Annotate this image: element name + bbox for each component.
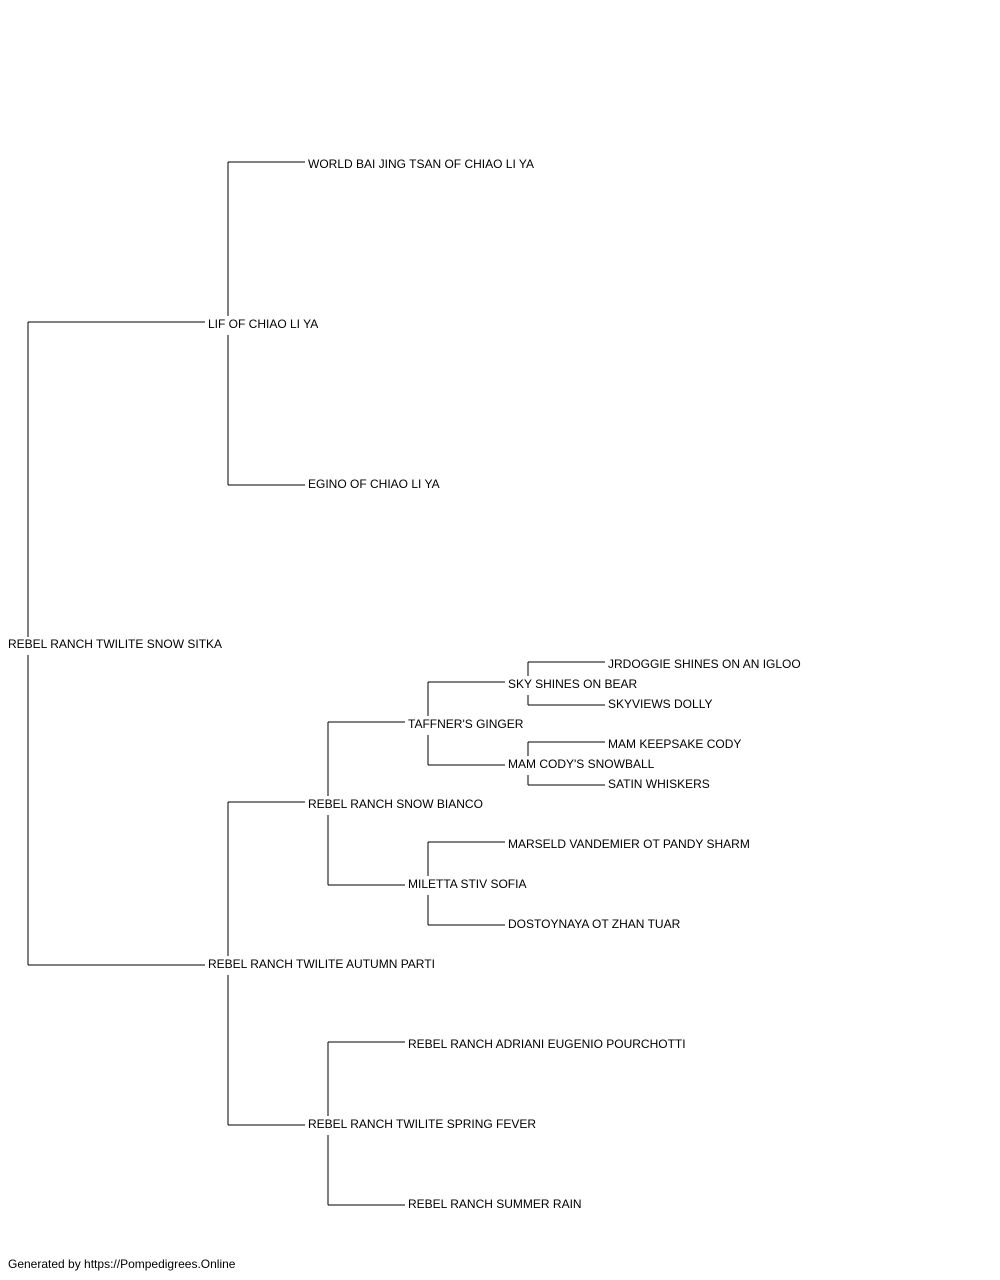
dam-sire-sire-dam-sire-name: MAM KEEPSAKE CODY: [608, 737, 742, 751]
dam-sire-dam-dam-name: DOSTOYNAYA OT ZHAN TUAR: [508, 917, 681, 931]
dam-dam-sire-name: REBEL RANCH ADRIANI EUGENIO POURCHOTTI: [408, 1037, 686, 1051]
dam-sire-dam-sire-name: MARSELD VANDEMIER OT PANDY SHARM: [508, 837, 750, 851]
dam-sire-sire-sire-sire-name: JRDOGGIE SHINES ON AN IGLOO: [608, 657, 801, 671]
generated-by-footer: Generated by https://Pompedigrees.Online: [8, 1257, 236, 1271]
dam-sire-sire-dam-dam-name: SATIN WHISKERS: [608, 777, 710, 791]
dam-sire-dam-name: MILETTA STIV SOFIA: [408, 877, 527, 891]
dam-sire-sire-sire-dam-name: SKYVIEWS DOLLY: [608, 697, 713, 711]
dam-sire-name: REBEL RANCH SNOW BIANCO: [308, 797, 483, 811]
dam-sire-sire-dam-name: MAM CODY'S SNOWBALL: [508, 757, 655, 771]
sire-dam-name: EGINO OF CHIAO LI YA: [308, 477, 440, 491]
dam-name: REBEL RANCH TWILITE AUTUMN PARTI: [208, 957, 435, 971]
subject-name: REBEL RANCH TWILITE SNOW SITKA: [8, 637, 223, 651]
dam-sire-sire-name: TAFFNER'S GINGER: [408, 717, 524, 731]
dam-sire-sire-sire-name: SKY SHINES ON BEAR: [508, 677, 638, 691]
dam-dam-dam-name: REBEL RANCH SUMMER RAIN: [408, 1197, 582, 1211]
sire-name: LIF OF CHIAO LI YA: [208, 317, 319, 331]
sire-sire-name: WORLD BAI JING TSAN OF CHIAO LI YA: [308, 157, 535, 171]
dam-dam-name: REBEL RANCH TWILITE SPRING FEVER: [308, 1117, 537, 1131]
